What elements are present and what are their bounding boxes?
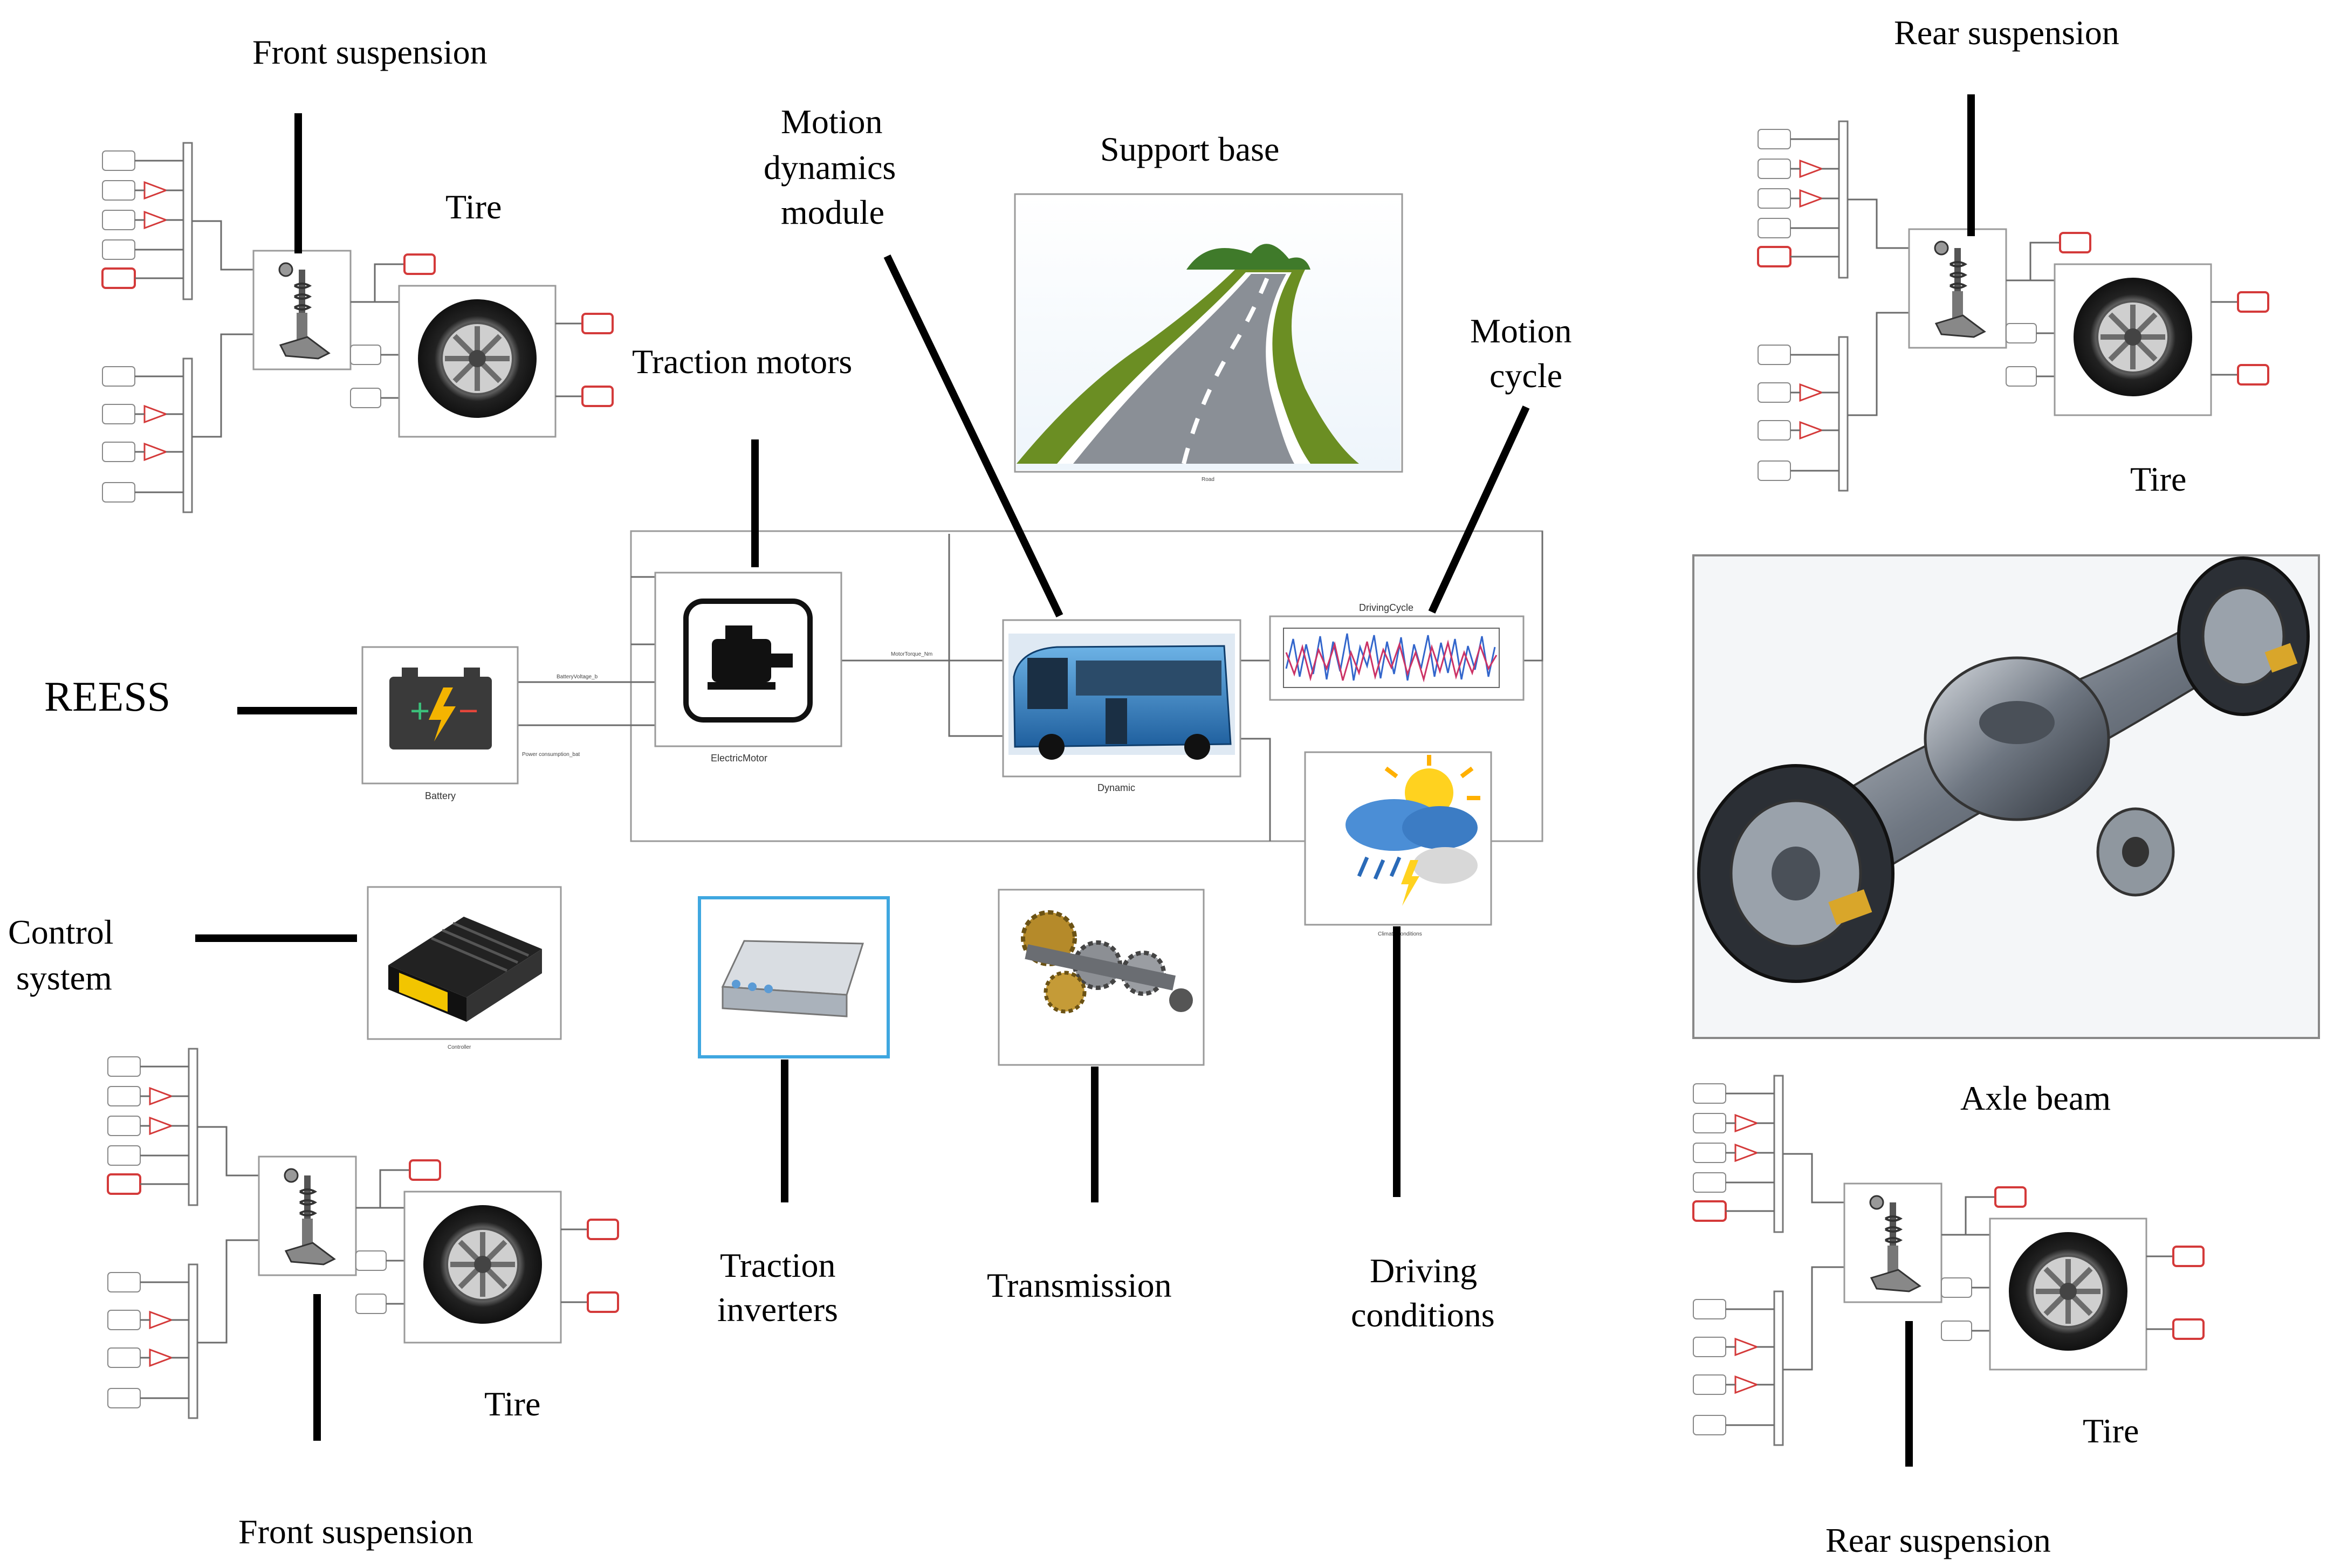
pointer-lines	[195, 94, 1975, 1467]
label-motion-dynamics-2: dynamics	[764, 148, 896, 187]
rear-suspension-module-top	[1758, 121, 2268, 491]
signal-power-consumption: Power consumption_bat	[522, 752, 580, 758]
label-tire-top-left: Tire	[445, 188, 502, 226]
battery-block-label: Battery	[425, 790, 456, 801]
svg-text:+: +	[410, 691, 430, 730]
signal-motor-torque: MotorTorque_Nm	[891, 651, 932, 657]
label-rear-suspension-top: Rear suspension	[1894, 13, 2119, 52]
battery-block: + − Battery BatteryVoltage_b Power consu…	[361, 646, 598, 801]
driving-cycle-block: DrivingCycle	[1269, 602, 1525, 701]
svg-text:−: −	[458, 691, 478, 730]
label-control-system-1: Control	[8, 913, 114, 951]
label-traction-inverters-1: Traction	[720, 1246, 836, 1284]
electric-motor-block: ElectricMotor MotorTorque_Nm	[654, 572, 932, 764]
label-motion-dynamics-1: Motion	[781, 102, 882, 141]
label-front-suspension-bottom: Front suspension	[238, 1512, 473, 1551]
driving-cycle-block-label: DrivingCycle	[1359, 602, 1413, 613]
label-motion-cycle-2: cycle	[1489, 356, 1562, 395]
label-axle-beam: Axle beam	[1960, 1079, 2111, 1117]
electric-motor-block-label: ElectricMotor	[711, 753, 767, 764]
label-tire-bottom-right: Tire	[2083, 1412, 2139, 1450]
transmission-block	[998, 889, 1205, 1066]
dynamic-block: Dynamic	[1002, 619, 1241, 793]
controller-block: Controller	[367, 886, 562, 1050]
label-reess: REESS	[44, 673, 170, 720]
label-motion-cycle-1: Motion	[1470, 312, 1571, 350]
front-suspension-module-top	[102, 143, 613, 512]
label-front-suspension-top: Front suspension	[252, 33, 488, 71]
label-driving-conditions-2: conditions	[1351, 1296, 1495, 1334]
label-control-system-2: system	[16, 959, 112, 997]
label-motion-dynamics-3: module	[781, 193, 884, 231]
label-driving-conditions-1: Driving	[1370, 1251, 1477, 1290]
label-traction-inverters-2: inverters	[717, 1290, 838, 1329]
road-block: Road	[1014, 193, 1403, 483]
road-block-label: Road	[1202, 477, 1214, 483]
controller-block-label: Controller	[448, 1044, 471, 1050]
front-suspension-module-bottom	[108, 1049, 618, 1418]
dynamic-block-label: Dynamic	[1097, 782, 1135, 793]
inverter-block	[698, 896, 890, 1058]
axle-beam-image	[1692, 554, 2320, 1039]
label-traction-motors: Traction motors	[632, 342, 852, 381]
label-tire-top-right: Tire	[2130, 460, 2186, 498]
conditions-block: Climate conditions	[1304, 751, 1492, 937]
label-tire-bottom-left: Tire	[484, 1385, 540, 1423]
main-system-wiring	[518, 530, 1543, 842]
label-rear-suspension-bottom: Rear suspension	[1825, 1521, 2051, 1559]
label-transmission: Transmission	[987, 1266, 1172, 1304]
rear-suspension-module-bottom	[1693, 1076, 2204, 1445]
label-support-base: Support base	[1100, 130, 1279, 168]
signal-battery-voltage: BatteryVoltage_b	[557, 674, 598, 680]
component-labels: Front suspension Tire Motion dynamics mo…	[8, 13, 2186, 1559]
